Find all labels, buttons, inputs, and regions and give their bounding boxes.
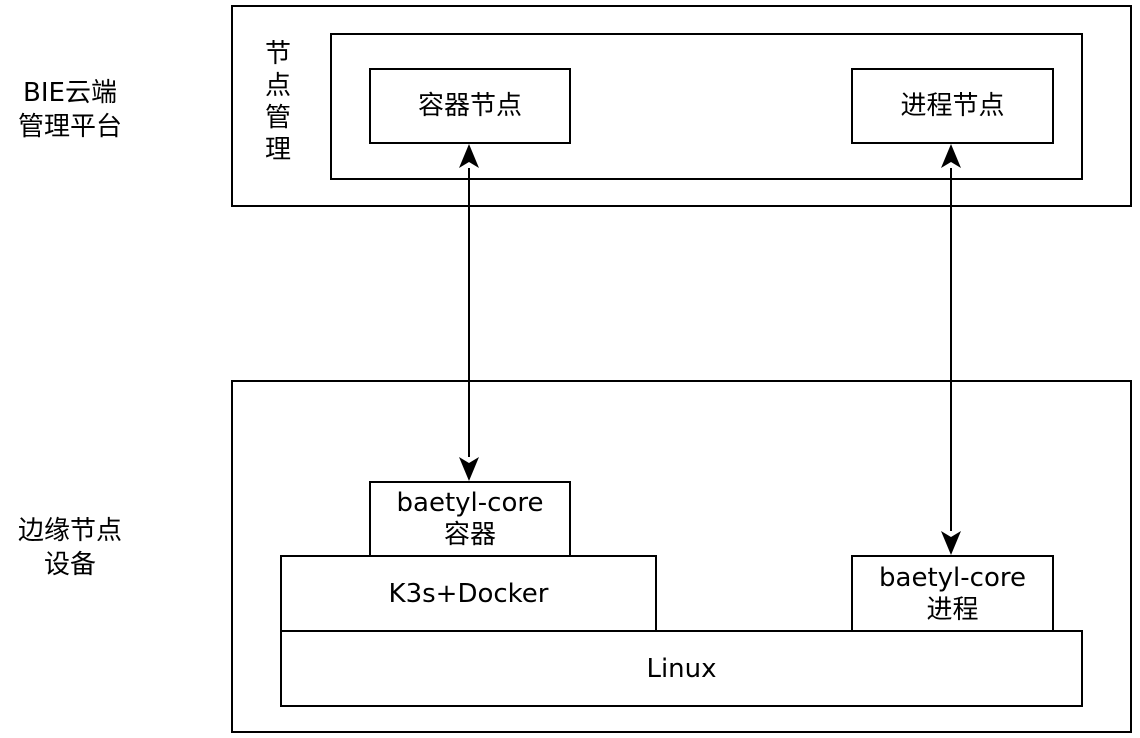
baetyl-core-container-box: baetyl-core 容器 (369, 481, 571, 557)
baetyl-core-process-box: baetyl-core 进程 (851, 555, 1054, 632)
container-node-label: 容器节点 (417, 91, 522, 121)
cloud-platform-label-line2: 管理平台 (17, 112, 122, 142)
k3s-docker-label: K3s+Docker (388, 578, 549, 609)
node-management-label: 节 点 管 理 (258, 38, 298, 166)
k3s-docker-box: K3s+Docker (280, 555, 657, 632)
cloud-platform-label-line1: BIE云端 (23, 78, 117, 108)
node-management-char-4: 理 (264, 135, 291, 165)
baetyl-core-process-line2: 进程 (926, 594, 979, 625)
linux-box: Linux (280, 630, 1083, 707)
node-management-char-1: 节 (264, 39, 291, 69)
edge-device-label-line2: 设备 (43, 550, 96, 580)
edge-device-label: 边缘节点 设备 (0, 514, 140, 582)
process-node-box: 进程节点 (851, 68, 1054, 144)
linux-label: Linux (646, 653, 717, 684)
cloud-platform-label: BIE云端 管理平台 (0, 76, 140, 144)
node-management-char-2: 点 (264, 71, 291, 101)
baetyl-core-process-line1: baetyl-core (879, 562, 1026, 593)
edge-device-label-line1: 边缘节点 (17, 516, 122, 546)
node-management-char-3: 管 (264, 103, 291, 133)
baetyl-core-container-line2: 容器 (443, 520, 496, 550)
process-node-label: 进程节点 (900, 91, 1005, 121)
baetyl-core-container-line1: baetyl-core (396, 488, 544, 518)
container-node-box: 容器节点 (369, 68, 571, 144)
